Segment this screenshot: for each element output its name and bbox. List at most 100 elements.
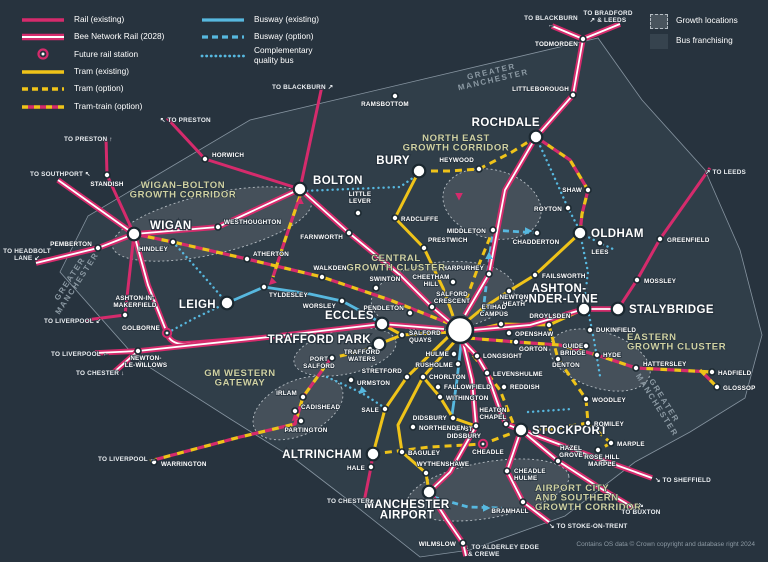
station-label: WILMSLOW bbox=[419, 541, 456, 548]
station-label: LONGSIGHT bbox=[483, 353, 522, 360]
legend-patch-franchise-icon bbox=[650, 33, 668, 49]
station-dot-minor bbox=[450, 350, 458, 358]
station-label: ROMILEY bbox=[594, 421, 625, 428]
station-dot-minor bbox=[391, 92, 399, 100]
station-dot-minor bbox=[372, 284, 380, 292]
legend-label: Future rail station bbox=[74, 48, 139, 59]
station-label: ROCHDALE bbox=[472, 117, 540, 129]
station-dot-minor bbox=[409, 423, 417, 431]
station-dot-minor bbox=[545, 321, 553, 329]
station-dot-minor bbox=[449, 278, 457, 286]
station-dot-minor bbox=[554, 457, 562, 465]
station-dot-minor bbox=[454, 360, 462, 368]
station-label: STALYBRIDGE bbox=[629, 304, 714, 316]
station-label: DROYLSDEN bbox=[529, 313, 571, 320]
rail-direction-arrow-icon bbox=[455, 193, 463, 201]
station-dot-minor bbox=[584, 419, 592, 427]
station-dot-minor bbox=[391, 214, 399, 222]
station-dot-minor bbox=[708, 368, 716, 376]
station-dot-major bbox=[513, 422, 529, 438]
station-dot-minor bbox=[214, 223, 222, 231]
station-label: MARPLE bbox=[617, 441, 645, 448]
station-label: RADCLIFFE bbox=[401, 216, 438, 223]
tramtrain-bolton-spur bbox=[271, 195, 302, 278]
station-dot-minor bbox=[593, 351, 601, 359]
station-label: CHADDERTON bbox=[513, 239, 560, 246]
legend-item-rail2028: Bee Network Rail (2028) bbox=[20, 28, 164, 45]
station-label: GREENFIELD bbox=[667, 237, 710, 244]
station-label: SALE bbox=[361, 407, 379, 414]
station-label: PEMBERTON bbox=[50, 241, 92, 248]
station-dot-minor bbox=[318, 273, 326, 281]
station-label: FARNWORTH bbox=[300, 234, 343, 241]
station-dot-minor bbox=[347, 376, 355, 384]
station-dot-minor bbox=[201, 155, 209, 163]
station-label: HATTERSLEY bbox=[643, 361, 687, 368]
station-dot-major bbox=[576, 301, 592, 317]
station-dot-major bbox=[371, 336, 387, 352]
station-label: WIGAN bbox=[150, 220, 192, 232]
rail-direction-arrow-icon bbox=[268, 277, 277, 286]
station-label: LEVENSHULME bbox=[493, 371, 543, 378]
legend-swatch-rail-icon bbox=[22, 17, 64, 22]
station-dot-major bbox=[421, 484, 437, 500]
external-destination-label: ↖ TO PRESTON bbox=[160, 117, 211, 124]
manchester-city-centre-hub bbox=[445, 315, 475, 345]
station-label: HYDE bbox=[603, 352, 621, 359]
busway-option-chadderton bbox=[492, 228, 538, 235]
bus-direction-arrow-icon bbox=[483, 504, 491, 512]
station-dot-minor bbox=[299, 393, 307, 401]
legend-label: Tram-train (option) bbox=[74, 100, 143, 111]
rail2028-stockport-sheffield bbox=[520, 429, 653, 479]
legend-busway: Busway (existing)Busway (option)Compleme… bbox=[200, 11, 319, 65]
external-destination-label: TO LIVERPOOL ← bbox=[51, 351, 109, 358]
external-destination-label: TO LIVERPOOL ← bbox=[98, 456, 156, 463]
legend-item-tram: Tram (existing) bbox=[20, 63, 164, 80]
western-gateway-blob bbox=[252, 375, 344, 441]
station-label: HEYWOOD bbox=[439, 157, 474, 164]
station-dot-minor bbox=[436, 393, 444, 401]
station-label: LITTLEBOROUGH bbox=[512, 86, 569, 93]
station-label: ASHTON-IN-MAKERFIELD bbox=[113, 295, 157, 309]
station-dot-minor bbox=[420, 244, 428, 252]
station-dot-minor bbox=[489, 226, 497, 234]
station-dot-major bbox=[219, 295, 235, 311]
station-dot-minor bbox=[434, 383, 442, 391]
legend-swatch-busway-option-icon bbox=[202, 35, 244, 39]
external-destination-label: TO CHESTER ↓ bbox=[76, 370, 124, 377]
station-label: WITHINGTON bbox=[446, 395, 489, 402]
station-dot-minor bbox=[533, 229, 541, 237]
station-label: DENTON bbox=[552, 362, 580, 369]
station-dot-minor bbox=[502, 420, 510, 428]
station-label: WORSLEY bbox=[303, 303, 337, 310]
legend-item-tram-option: Tram (option) bbox=[20, 81, 164, 98]
station-label: PENDLETON bbox=[363, 305, 404, 312]
rail2028-bolton-salford-hub bbox=[299, 188, 453, 325]
legend-label: Tram (option) bbox=[74, 83, 124, 94]
eastern-blob bbox=[549, 328, 651, 392]
tram-altrincham-line bbox=[371, 334, 451, 455]
external-destination-label: TO SOUTHPORT ↖ bbox=[30, 171, 91, 178]
tram-option-middleton-south bbox=[464, 229, 495, 301]
station-dot-minor bbox=[596, 239, 604, 247]
rail2028-airport-wilmslow bbox=[428, 491, 467, 557]
station-label: MOSSLEY bbox=[644, 278, 677, 285]
station-dot-minor bbox=[569, 91, 577, 99]
legend-item-future-station: Future rail station bbox=[20, 46, 164, 63]
station-label: WOODLEY bbox=[592, 397, 627, 404]
rail2028-stockport-stoke bbox=[506, 429, 550, 523]
station-dot-minor bbox=[564, 204, 572, 212]
station-label: WYTHENSHAWE bbox=[417, 461, 470, 468]
station-label: REDDISH bbox=[510, 384, 540, 391]
station-dot-minor bbox=[121, 311, 129, 319]
qbus-oldham-ashton bbox=[578, 231, 590, 306]
station-dot-minor bbox=[354, 209, 362, 217]
station-label: BOLTON bbox=[313, 175, 363, 187]
station-label: FAILSWORTH bbox=[542, 273, 586, 280]
